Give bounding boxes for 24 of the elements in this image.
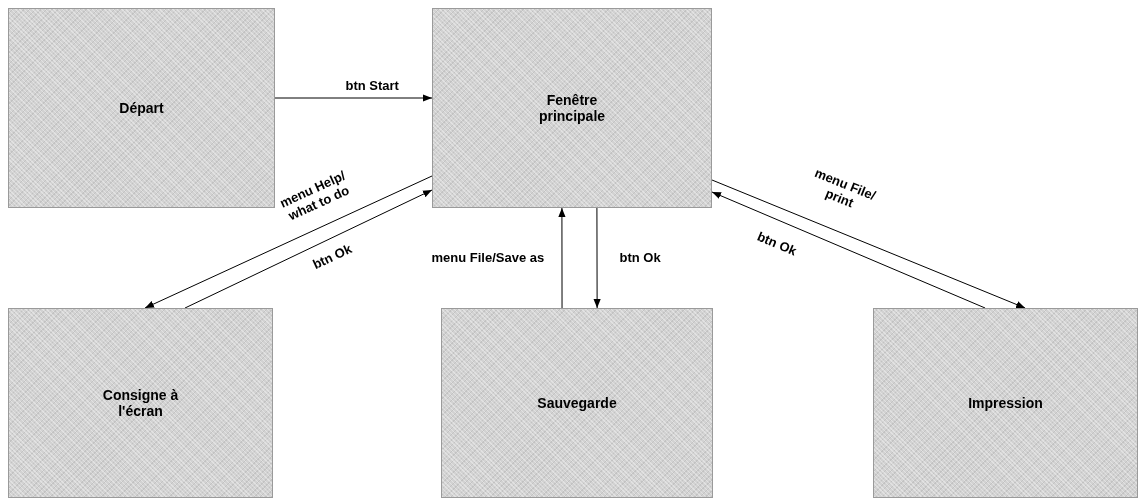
edge-label: menu File/Save as [431,250,545,266]
arrow [593,207,601,309]
window-box [873,308,1138,498]
arrow [558,207,566,309]
window-title-text: Consigne à l'écran [101,387,180,419]
edge-label: btn Ok [619,250,661,266]
window-box [8,8,275,208]
arrow [184,189,433,309]
window-title-text: Départ [119,100,164,116]
arrow [711,179,1026,309]
edge-label: btn Ok [754,229,798,259]
arrow [274,94,433,102]
edge-label: menu Help/ what to do [276,166,353,226]
arrow [144,175,433,309]
edge-label: menu File/ print [811,164,879,213]
edge-label: btn Start [345,78,399,94]
window-box [441,308,713,498]
window-title-text: Sauvegarde [537,395,617,411]
edge-label: btn Ok [310,241,354,273]
window-title-text: Impression [968,395,1043,411]
window-title-text: Fenêtre principale [537,92,607,124]
window-box [432,8,712,208]
window-box [8,308,273,498]
arrow [711,191,986,309]
